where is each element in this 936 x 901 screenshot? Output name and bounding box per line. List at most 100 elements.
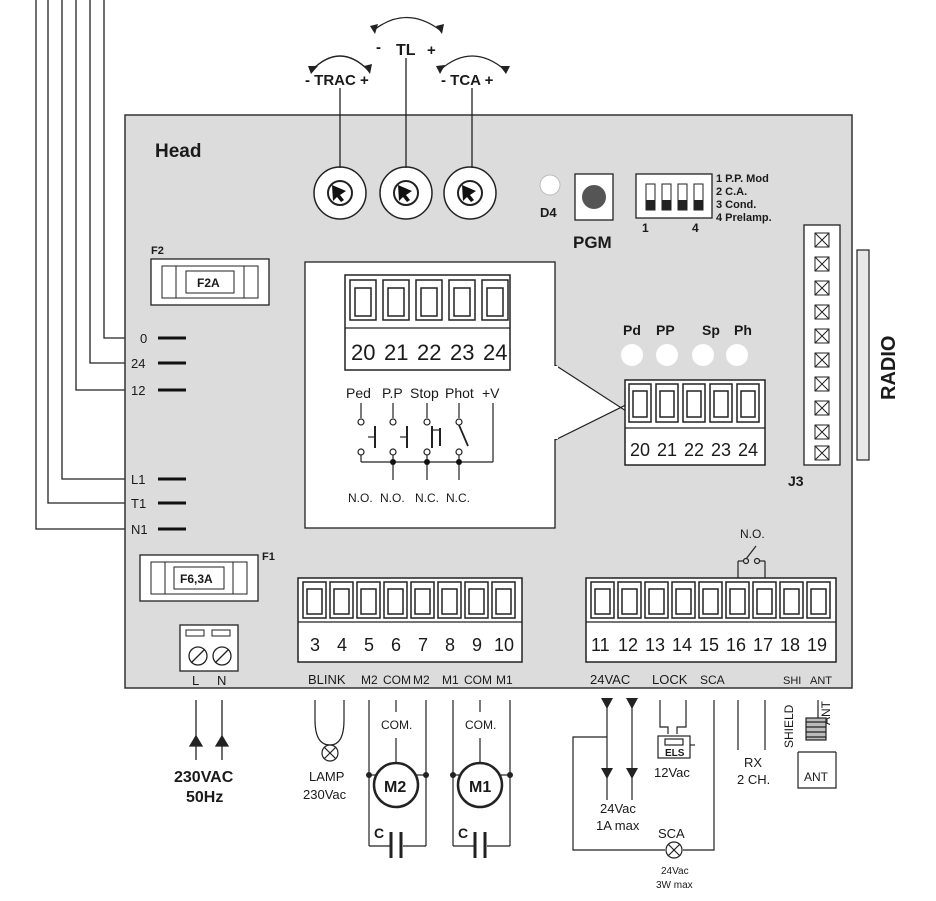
radio-pins <box>814 232 830 461</box>
pot-trac[interactable] <box>313 166 367 220</box>
small-terminal-20: 20 <box>630 440 650 460</box>
terminal-block-b <box>585 577 837 663</box>
supply-terminal <box>179 624 239 672</box>
lock-voltage: 12Vac <box>654 765 690 780</box>
dip-switch[interactable] <box>635 173 713 219</box>
led-d4 <box>539 174 561 196</box>
pot-tl[interactable] <box>379 166 433 220</box>
supply-terminal-n: N <box>217 673 226 688</box>
terminal-10: 10 <box>494 635 514 655</box>
j3-label: J3 <box>788 473 804 489</box>
label-m1-b: M1 <box>496 673 513 687</box>
fuse-f1 <box>139 554 259 602</box>
label-m2-a: M2 <box>361 673 378 687</box>
led-ph <box>726 344 748 366</box>
sca-voltage: 24Vac <box>661 866 689 877</box>
small-terminal-22: 22 <box>684 440 704 460</box>
zoom-terminal-21: 21 <box>384 340 408 365</box>
supply-terminal-l: L <box>192 673 199 688</box>
zoom-terminal-23: 23 <box>450 340 474 365</box>
antenna-shield-label: SHIELD <box>782 704 796 748</box>
board-title: Head <box>155 141 201 162</box>
label-ant: ANT <box>810 675 832 687</box>
power-dashes <box>158 336 186 531</box>
motor-m2-com: COM. <box>381 718 412 732</box>
lock-name: ELS <box>665 748 685 759</box>
rx-wiring <box>737 700 766 750</box>
zoom-input-v: +V <box>482 385 500 401</box>
fuse-f2-value: F2A <box>197 276 220 290</box>
zoom-contact-1: N.O. <box>348 491 373 505</box>
power-label-t1: T1 <box>131 496 146 511</box>
fuse-f2-label: F2 <box>151 245 164 257</box>
power-label-n1: N1 <box>131 522 148 537</box>
led-pp <box>656 344 678 366</box>
pot-trac-label: - TRAC + <box>305 72 369 89</box>
relay-contact <box>737 545 766 578</box>
motor-m2-name: M2 <box>384 779 406 796</box>
terminal-3: 3 <box>310 635 320 655</box>
pot-tl-plus: + <box>427 42 436 59</box>
small-terminal-23: 23 <box>711 440 731 460</box>
dip-option-2: 2 C.A. <box>716 186 747 198</box>
dip-num-1: 1 <box>642 221 649 235</box>
pot-tl-label: TL <box>396 42 416 59</box>
terminal-5: 5 <box>364 635 374 655</box>
dip-num-4: 4 <box>692 221 699 235</box>
label-m1-a: M1 <box>442 673 459 687</box>
rx-channels: 2 CH. <box>737 772 770 787</box>
lamp-name: LAMP <box>309 769 344 784</box>
antenna-wiring <box>797 700 837 789</box>
small-terminal-21: 21 <box>657 440 677 460</box>
led-pd <box>621 344 643 366</box>
pot-tca-label: - TCA + <box>441 72 494 89</box>
lamp-voltage: 230Vac <box>303 787 347 802</box>
pgm-button[interactable] <box>574 173 614 221</box>
pot-tca[interactable] <box>443 166 497 220</box>
terminal-19: 19 <box>807 635 827 655</box>
dip-option-4: 4 Prelamp. <box>716 212 772 224</box>
label-com-a: COM <box>383 673 411 687</box>
antenna-box-label: ANT <box>804 770 829 784</box>
label-sca: SCA <box>700 673 725 687</box>
label-24vac: 24VAC <box>590 672 630 687</box>
small-terminal-block <box>624 379 766 466</box>
motor-m1-wiring <box>452 700 511 858</box>
label-lock: LOCK <box>652 672 688 687</box>
led-sp-label: Sp <box>702 322 720 338</box>
zoom-input-pp: P.P <box>382 385 403 401</box>
dip-option-3: 3 Cond. <box>716 199 756 211</box>
dip-option-1: 1 P.P. Mod <box>716 173 769 185</box>
terminal-14: 14 <box>672 635 692 655</box>
motor-m1-cap: C <box>458 825 468 841</box>
led-sp <box>692 344 714 366</box>
terminal-4: 4 <box>337 635 347 655</box>
led-pd-label: Pd <box>623 322 641 338</box>
aux-wiring <box>572 700 715 859</box>
led-ph-label: Ph <box>734 322 752 338</box>
supply-frequency: 50Hz <box>186 789 223 806</box>
radio-label: RADIO <box>878 336 900 400</box>
zoom-contact-2: N.O. <box>380 491 405 505</box>
relay-no-label: N.O. <box>740 527 765 541</box>
terminal-6: 6 <box>391 635 401 655</box>
small-terminal-24: 24 <box>738 440 758 460</box>
terminal-12: 12 <box>618 635 638 655</box>
power-label-12: 12 <box>131 383 145 398</box>
terminal-17: 17 <box>753 635 773 655</box>
led-d4-label: D4 <box>540 205 557 220</box>
radio-connector <box>803 224 870 466</box>
lamp-wiring <box>314 700 345 762</box>
aux-voltage: 24Vac <box>600 801 636 816</box>
sca-name: SCA <box>658 826 685 841</box>
power-label-24: 24 <box>131 356 145 371</box>
sca-max: 3W max <box>656 880 693 891</box>
terminal-11: 11 <box>591 635 610 655</box>
rx-name: RX <box>744 755 762 770</box>
motor-m2 <box>366 761 429 809</box>
zoom-terminal-block <box>344 274 511 371</box>
motor-m1-com: COM. <box>465 718 496 732</box>
zoom-terminal-20: 20 <box>351 340 375 365</box>
incoming-wires <box>35 0 125 530</box>
